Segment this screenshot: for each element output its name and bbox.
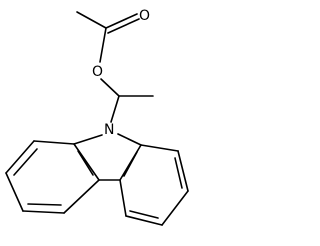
carbonyl-oxygen-label: O	[139, 8, 150, 24]
bond-c9a-c4a	[73, 143, 100, 181]
bond-carbonyl-ester-o	[99, 27, 107, 63]
bond-right-ring-inner-1	[174, 157, 183, 189]
bond-left-ring-2	[5, 140, 35, 174]
bond-right-ring-1	[140, 144, 179, 152]
bond-right-ring-2	[177, 150, 189, 192]
bond-left-ring-1	[33, 140, 75, 145]
structure-canvas: O O N	[5, 8, 189, 226]
bond-left-ring-inner-1	[13, 148, 38, 176]
bond-right-ring-inner-3	[123, 151, 138, 177]
bond-right-ring-4	[125, 215, 163, 226]
bond-left-ring-4	[22, 210, 65, 214]
bond-ch-nitrogen	[110, 95, 120, 123]
bond-left-ring-inner-2	[27, 203, 62, 206]
bond-right-ring-3	[161, 190, 189, 226]
ester-oxygen-label: O	[92, 64, 103, 80]
bond-right-ring-5	[119, 179, 127, 217]
bond-carbonyl-double-2	[107, 18, 140, 34]
bond-right-ring-inner-2	[129, 210, 159, 219]
bond-n-c9a	[73, 134, 103, 145]
bond-carbonyl-double-1	[105, 13, 138, 29]
bond-methyl-carbonyl	[76, 11, 107, 29]
bond-left-ring-inner-3	[77, 150, 94, 176]
bond-left-ring-3	[5, 172, 24, 212]
bond-ester-o-ch	[100, 78, 120, 97]
bond-left-ring-5	[63, 179, 100, 214]
molecule-diagram: O O N	[5, 8, 189, 226]
nitrogen-label: N	[104, 122, 114, 138]
bond-n-c8a	[117, 133, 142, 146]
